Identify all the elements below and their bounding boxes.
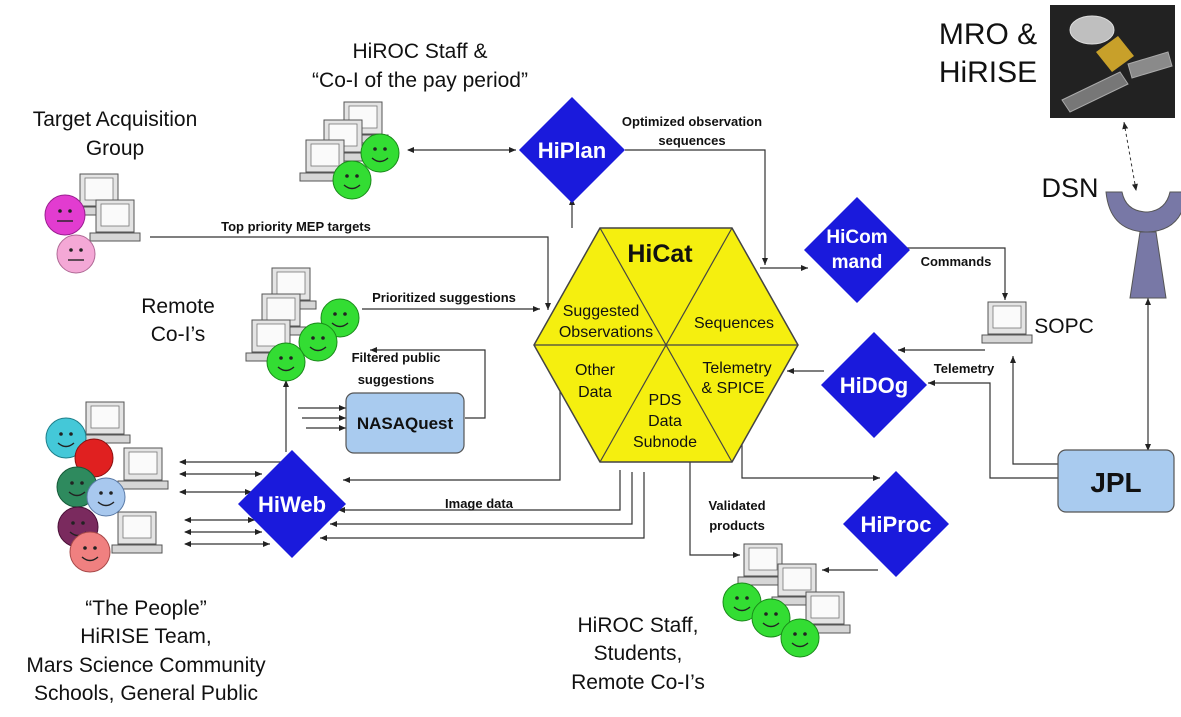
target-acquisition-label-line1: Target Acquisition — [33, 108, 198, 131]
edge-label-image-data: Image data — [445, 496, 514, 511]
hicommand-node: HiCom mand — [804, 197, 910, 303]
jpl-box: JPL — [1057, 449, 1175, 513]
hidog-node: HiDOg — [821, 332, 927, 438]
edge-labels: Optimized observation sequences Top prio… — [221, 114, 995, 533]
dsn-label: DSN — [1041, 173, 1098, 203]
hicat-suggested-line1: Suggested — [563, 303, 640, 320]
hiroc-staff-label-line1: HiROC Staff & — [353, 40, 488, 63]
hicat-pds-line2: Data — [648, 413, 682, 430]
hiproc-label: HiProc — [861, 512, 932, 537]
hicat-pds-line1: PDS — [649, 392, 682, 409]
hidog-label: HiDOg — [840, 373, 908, 398]
hiproc-node: HiProc — [843, 471, 949, 577]
the-people-computers — [45, 401, 169, 573]
remote-coi-label-line1: Remote — [141, 295, 215, 318]
people-label-line1: “The People” — [85, 597, 206, 620]
hiweb-node: HiWeb — [238, 450, 346, 558]
sopc-label: SOPC — [1034, 315, 1094, 338]
sopc-computer — [981, 301, 1033, 344]
mro-spacecraft-image — [1050, 5, 1175, 118]
dsn-dish-icon — [1105, 191, 1181, 299]
hicat-other-line1: Other — [575, 362, 616, 379]
nasaquest-box: NASAQuest — [345, 392, 465, 454]
staff-students-computers — [722, 543, 851, 658]
edge-label-filtered-line2: suggestions — [358, 372, 435, 387]
hicommand-label-line2: mand — [832, 252, 883, 273]
hiplan-node: HiPlan — [519, 97, 625, 203]
remote-coi-computers — [245, 267, 360, 382]
people-label-line2: HiRISE Team, — [80, 625, 212, 648]
mro-label-line1: MRO & — [939, 18, 1037, 51]
hicat-telemetry-line2: & SPICE — [701, 380, 764, 397]
hicat-title: HiCat — [627, 240, 693, 268]
target-acquisition-label-line2: Group — [86, 137, 144, 160]
people-label-line3: Mars Science Community — [26, 654, 266, 677]
edge-label-optimized-line2: sequences — [658, 133, 725, 148]
edge-label-top-priority: Top priority MEP targets — [221, 219, 371, 234]
edge-label-validated-line1: Validated — [708, 498, 765, 513]
edge-label-optimized-line1: Optimized observation — [622, 114, 762, 129]
hicat-hexagon: HiCat Suggested Observations Sequences T… — [533, 227, 799, 463]
mro-label-line2: HiRISE — [939, 56, 1037, 89]
hicat-sequences: Sequences — [694, 315, 774, 332]
edge-label-commands: Commands — [921, 254, 992, 269]
hicommand-label-line1: HiCom — [826, 227, 887, 248]
hicat-other-line2: Data — [578, 384, 612, 401]
staff-students-label-line2: Students, — [594, 642, 683, 665]
connections — [150, 121, 1151, 573]
hiplan-label: HiPlan — [538, 138, 606, 163]
edge-label-prioritized: Prioritized suggestions — [372, 290, 516, 305]
hiroc-staff-label-line2: “Co-I of the pay period” — [312, 69, 528, 92]
hiweb-label: HiWeb — [258, 492, 326, 517]
staff-students-label-line3: Remote Co-I’s — [571, 671, 705, 694]
group-labels: HiROC Staff & “Co-I of the pay period” T… — [26, 18, 1098, 705]
hicat-pds-line3: Subnode — [633, 434, 697, 451]
nasaquest-label: NASAQuest — [357, 414, 454, 433]
hicat-telemetry-line1: Telemetry — [702, 360, 771, 377]
hiroc-staff-computers — [299, 101, 400, 200]
edge-label-filtered-line1: Filtered public — [352, 350, 441, 365]
jpl-label: JPL — [1090, 467, 1141, 498]
people-label-line4: Schools, General Public — [34, 682, 258, 705]
target-acquisition-computers — [44, 173, 141, 274]
hicat-suggested-line2: Observations — [559, 324, 653, 341]
remote-coi-label-line2: Co-I’s — [151, 323, 205, 346]
edge-label-telemetry: Telemetry — [934, 361, 995, 376]
staff-students-label-line1: HiROC Staff, — [578, 614, 699, 637]
edge-label-validated-line2: products — [709, 518, 765, 533]
